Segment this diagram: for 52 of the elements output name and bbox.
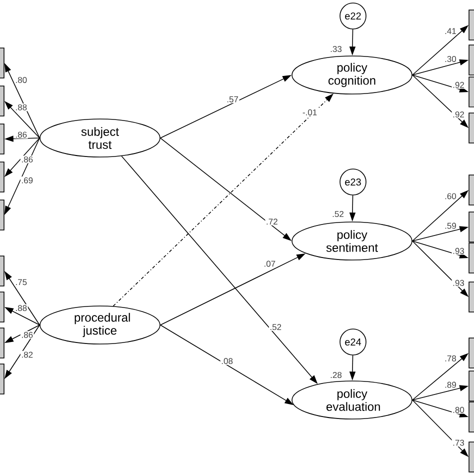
edge-label: .69 — [20, 176, 34, 184]
edge-label: .80 — [14, 76, 28, 84]
indicator-box — [0, 328, 4, 358]
indicator-box — [0, 200, 4, 230]
indicator-box — [468, 442, 474, 472]
edge-label: .86 — [20, 156, 34, 164]
indicator-box — [0, 364, 4, 394]
indicator-box — [468, 338, 474, 368]
edge-label: .08 — [220, 357, 234, 365]
edge-label: .41 — [444, 27, 458, 35]
r-squared-value: .52 — [332, 211, 344, 217]
edge-label: -.01 — [302, 108, 318, 116]
edge-label: .86 — [20, 331, 34, 339]
indicator-box — [468, 44, 474, 76]
edge-label: .82 — [20, 350, 34, 359]
edge-label: .93 — [452, 279, 466, 287]
edge-label: .30 — [444, 55, 458, 63]
indicator-box — [468, 174, 474, 206]
indicator-box — [0, 292, 4, 322]
indicator-box — [0, 124, 4, 154]
edge-label: .86 — [14, 130, 28, 139]
edge-label: .92 — [452, 81, 466, 89]
indicator-box — [468, 10, 474, 40]
indicator-box — [468, 112, 474, 144]
indicator-box — [0, 86, 4, 116]
indicator-box — [0, 48, 4, 78]
edge-label: .93 — [452, 247, 466, 255]
edge-label: .59 — [444, 222, 458, 230]
edge-label: .73 — [452, 438, 466, 447]
edge-label: .75 — [14, 278, 28, 286]
indicator-box — [468, 402, 474, 432]
edge-label: .89 — [444, 381, 458, 389]
indicator-box — [468, 242, 474, 274]
indicator-box — [0, 256, 4, 286]
r-squared-value: .33 — [330, 46, 342, 52]
edge-label: .88 — [14, 104, 28, 112]
edge-label: .52 — [268, 323, 282, 331]
edge-label: .92 — [452, 110, 466, 118]
indicator-box — [0, 162, 4, 192]
path-arrow — [112, 94, 334, 306]
edge-label: .60 — [444, 192, 458, 200]
edge-label: .07 — [262, 260, 276, 268]
indicator-box — [468, 282, 474, 312]
edge-label: .57 — [226, 96, 240, 104]
r-squared-value: .28 — [330, 372, 342, 378]
indicator-box — [468, 212, 474, 242]
edge-label: .88 — [14, 304, 28, 312]
edge-label: .78 — [444, 354, 458, 362]
edge-label: .72 — [265, 218, 279, 226]
indicator-box — [468, 370, 474, 402]
indicator-box — [468, 76, 474, 108]
edge-label: .80 — [452, 406, 466, 414]
